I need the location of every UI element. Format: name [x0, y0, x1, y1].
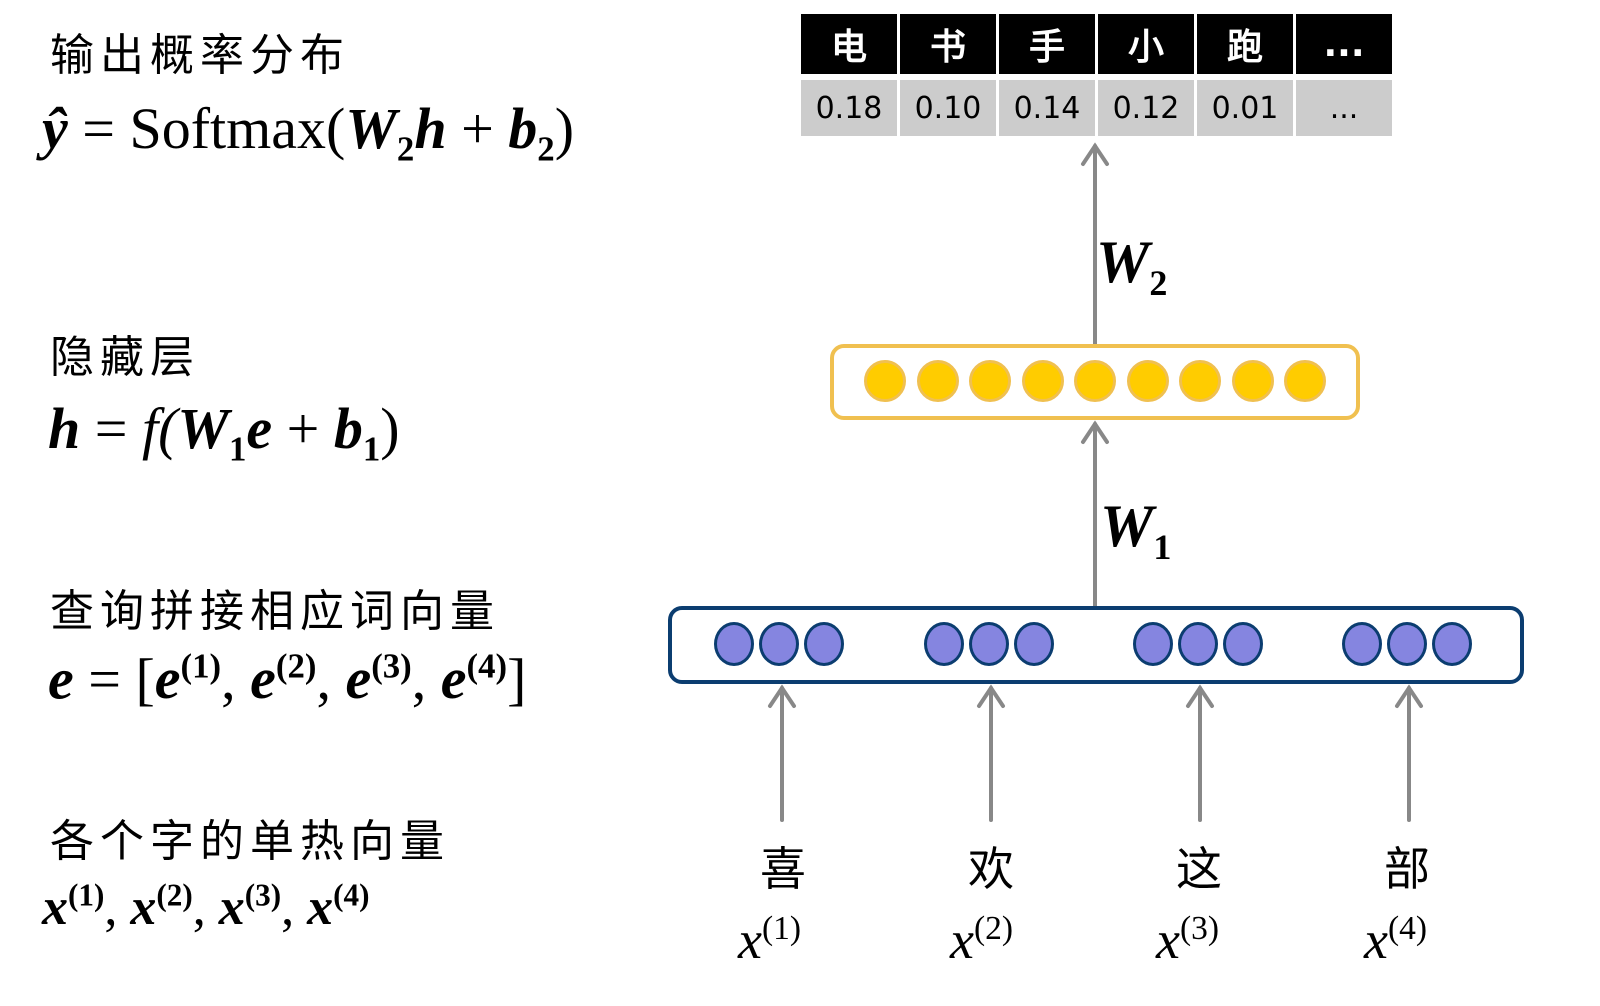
input-char-4: 部: [1384, 842, 1430, 896]
input-var-2: x(2): [950, 910, 1013, 970]
table-header-cell: 手: [999, 14, 1095, 74]
table-value-cell: ...: [1296, 74, 1392, 136]
embedding-node: [1387, 622, 1427, 666]
input-var-3: x(3): [1156, 910, 1219, 970]
table-header-cell: 小: [1098, 14, 1194, 74]
arrow-input-3: [1186, 684, 1214, 822]
embedding-layer-title: 查询拼接相应词向量: [50, 586, 500, 637]
embedding-node: [1342, 622, 1382, 666]
arrow-input-1: [768, 684, 796, 822]
input-var-4: x(4): [1364, 910, 1427, 970]
table-header-cell: 电: [801, 14, 897, 74]
hidden-node: [1231, 360, 1274, 402]
embedding-node: [714, 622, 754, 666]
output-formula: ŷ = Softmax(W2h + b2): [42, 96, 575, 169]
onehot-formula: x(1), x(2), x(3), x(4): [42, 878, 370, 937]
input-var-1: x(1): [738, 910, 801, 970]
embedding-node: [1178, 622, 1218, 666]
hidden-node: [1126, 360, 1169, 402]
hidden-layer-title: 隐藏层: [50, 332, 200, 383]
hidden-node: [1284, 360, 1326, 402]
table-header-cell: ...: [1296, 14, 1392, 74]
embedding-node: [1432, 622, 1472, 666]
onehot-title: 各个字的单热向量: [50, 816, 450, 867]
embedding-node: [804, 622, 844, 666]
table-value-cell: 0.18: [801, 74, 897, 136]
table-value-cell: 0.14: [999, 74, 1095, 136]
table-value-cell: 0.01: [1197, 74, 1293, 136]
hidden-node: [916, 360, 959, 402]
table-value-cell: 0.12: [1098, 74, 1194, 136]
embedding-node: [1133, 622, 1173, 666]
embedding-node: [1014, 622, 1054, 666]
table-header-row: 电 书 手 小 跑 ...: [801, 14, 1392, 74]
embedding-node: [759, 622, 799, 666]
table-value-row: 0.18 0.10 0.14 0.12 0.01 ...: [801, 74, 1392, 136]
output-probability-table: 电 书 手 小 跑 ... 0.18 0.10 0.14 0.12 0.01 .…: [798, 14, 1395, 136]
table-header-cell: 跑: [1197, 14, 1293, 74]
embedding-node: [1223, 622, 1263, 666]
hidden-node: [1021, 360, 1064, 402]
hidden-node: [969, 360, 1011, 402]
hidden-layer-box: [830, 344, 1360, 420]
input-char-1: 喜: [760, 842, 806, 896]
hidden-node: [1074, 360, 1116, 402]
weight-w2-label: W2: [1096, 229, 1168, 303]
arrow-embedding-to-hidden: [1081, 420, 1109, 608]
table-header-cell: 书: [900, 14, 996, 74]
hidden-formula: h = f(W1e + b1): [48, 396, 400, 469]
input-char-3: 这: [1176, 842, 1222, 896]
table-value-cell: 0.10: [900, 74, 996, 136]
arrow-input-2: [977, 684, 1005, 822]
hidden-node: [864, 360, 906, 402]
embedding-node: [969, 622, 1009, 666]
output-layer-title: 输出概率分布: [50, 30, 350, 81]
arrow-hidden-to-output: [1081, 142, 1109, 346]
weight-w1-label: W1: [1100, 493, 1172, 567]
input-char-2: 欢: [968, 842, 1014, 896]
hidden-node: [1179, 360, 1221, 402]
embedding-node: [924, 622, 964, 666]
embedding-formula: e = [e(1), e(2), e(3), e(4)]: [48, 646, 527, 712]
embedding-layer-box: [668, 606, 1524, 684]
arrow-input-4: [1395, 684, 1423, 822]
